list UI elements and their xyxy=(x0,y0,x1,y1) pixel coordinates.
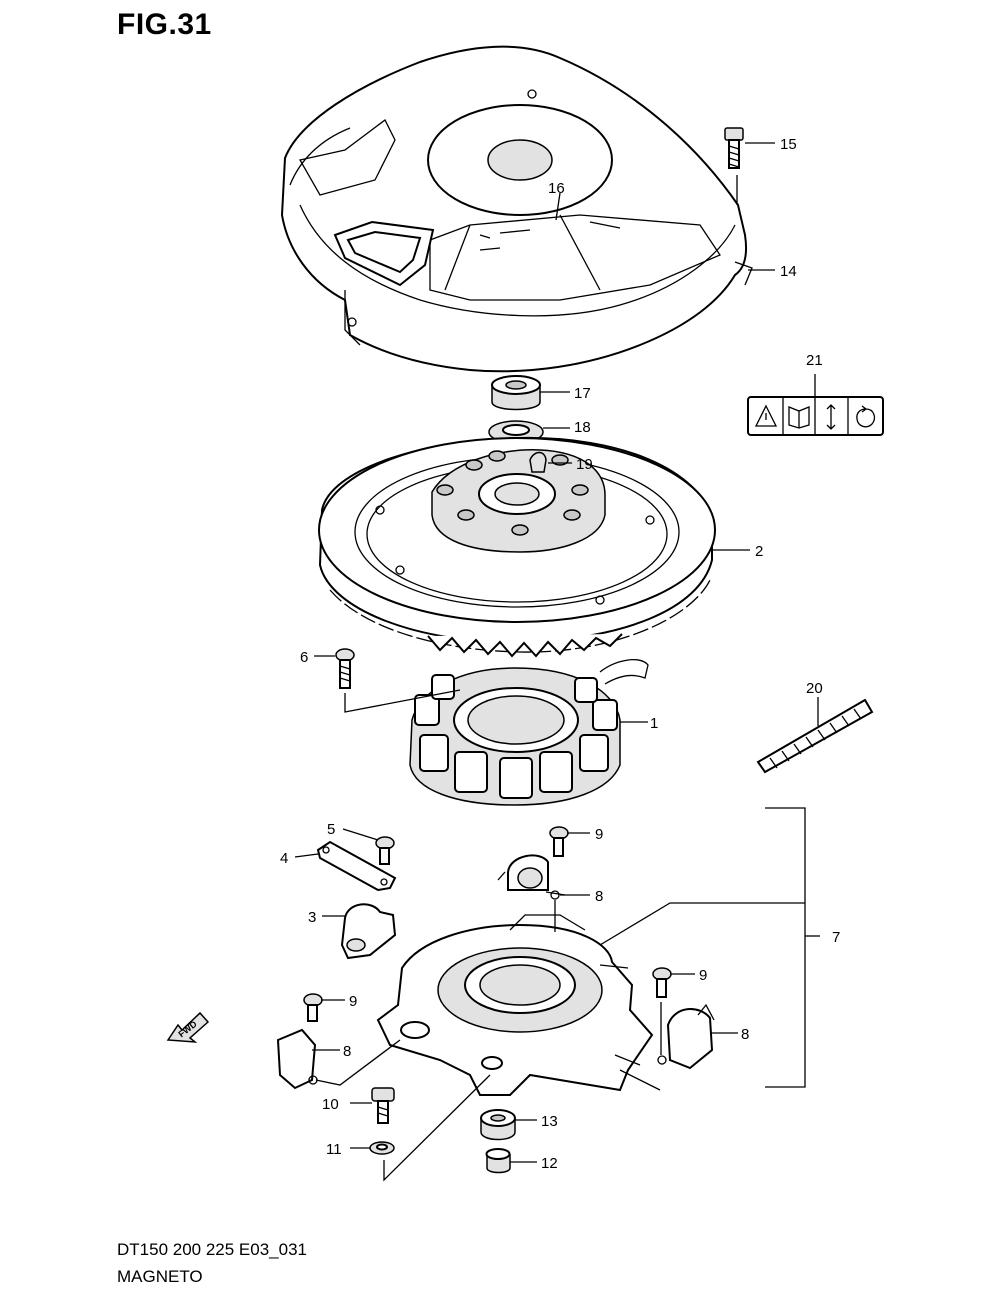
callout-2: 2 xyxy=(755,543,763,560)
bolt-15 xyxy=(724,127,744,205)
sensor-bracket-left xyxy=(276,1028,401,1090)
callout-15: 15 xyxy=(780,136,797,153)
warning-label xyxy=(747,374,884,436)
callout-6: 6 xyxy=(300,649,308,666)
figure-title: FIG.31 xyxy=(117,8,212,41)
callout-1: 1 xyxy=(650,715,658,732)
screw-9-left xyxy=(303,993,323,1022)
callout-17: 17 xyxy=(574,385,591,402)
callout-9-right: 9 xyxy=(699,967,707,984)
sensor-bracket-top xyxy=(497,854,566,932)
screw-9-right xyxy=(652,967,672,1055)
stator-base-plate xyxy=(376,914,654,1096)
model-code: DT150 200 225 E03_031 xyxy=(117,1240,307,1259)
callout-12: 12 xyxy=(541,1155,558,1172)
callout-8-top: 8 xyxy=(595,888,603,905)
screw-5 xyxy=(375,836,395,865)
bolt-20 xyxy=(756,697,874,774)
callout-3: 3 xyxy=(308,909,316,926)
callout-9-top: 9 xyxy=(595,826,603,843)
callout-4: 4 xyxy=(280,850,288,867)
bolt-10 xyxy=(371,1087,395,1124)
stator xyxy=(409,659,649,806)
callout-9-left: 9 xyxy=(349,993,357,1010)
callout-10: 10 xyxy=(322,1096,339,1113)
figure-name: MAGNETO xyxy=(117,1267,203,1286)
holder-3 xyxy=(340,903,397,960)
assembly-7-bracket xyxy=(765,807,806,1088)
callout-14: 14 xyxy=(780,263,797,280)
callout-8-right: 8 xyxy=(741,1026,749,1043)
screw-9-top xyxy=(549,826,569,857)
callout-16: 16 xyxy=(548,180,565,197)
flywheel-cover xyxy=(280,45,753,373)
manual-book-icon xyxy=(788,406,810,429)
rotation-icon xyxy=(856,405,876,428)
callout-13: 13 xyxy=(541,1113,558,1130)
callout-7: 7 xyxy=(832,929,840,946)
warning-triangle-icon xyxy=(754,404,778,427)
flywheel xyxy=(318,436,716,658)
callout-11: 11 xyxy=(326,1141,342,1158)
collar-12 xyxy=(485,1148,511,1174)
callout-18: 18 xyxy=(574,419,591,436)
callout-5: 5 xyxy=(327,821,335,838)
callout-21: 21 xyxy=(806,352,823,369)
callout-20: 20 xyxy=(806,680,823,697)
up-down-arrow-icon xyxy=(826,404,836,430)
grommet-13 xyxy=(480,1109,516,1141)
plate-4 xyxy=(316,840,397,892)
fwd-arrow-icon: FWD xyxy=(166,1011,210,1043)
callout-19: 19 xyxy=(576,456,593,473)
sensor-bracket-right xyxy=(619,1003,715,1091)
screw-6 xyxy=(335,648,461,713)
nut-17 xyxy=(491,375,541,411)
callout-8-left: 8 xyxy=(343,1043,351,1060)
